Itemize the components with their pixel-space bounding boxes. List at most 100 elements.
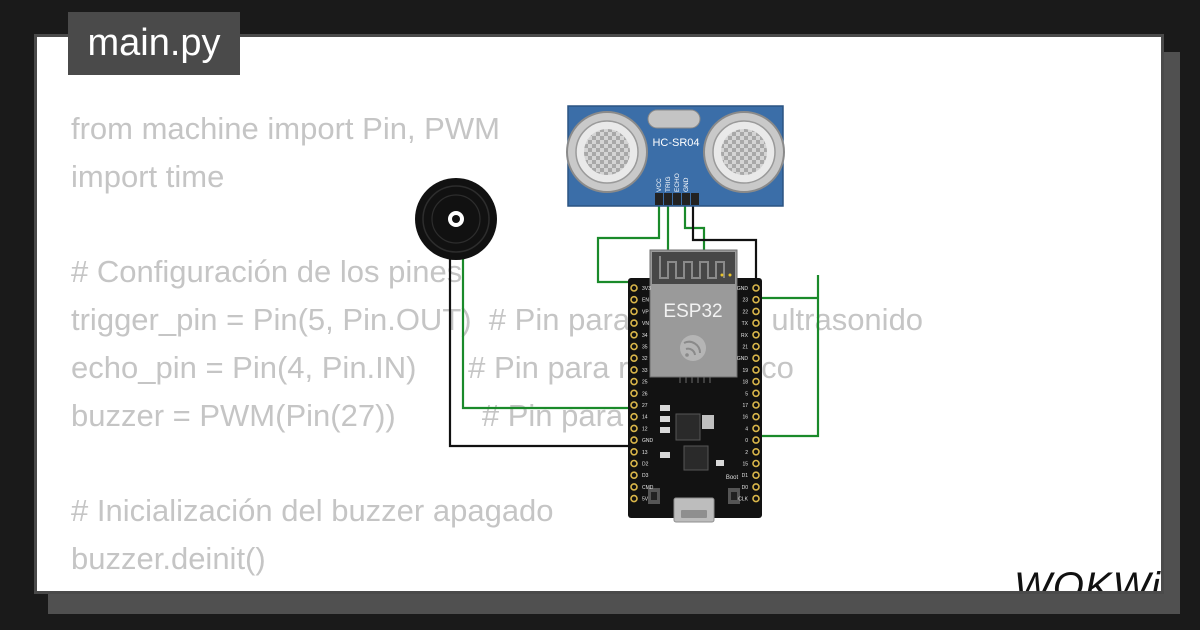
esp32-board[interactable]: ESP32 xyxy=(628,249,762,523)
header-pin-label: CMD xyxy=(642,485,654,491)
header-pin[interactable] xyxy=(752,366,760,374)
sensor-model-label: HC-SR04 xyxy=(652,137,699,149)
espressif-logo-icon xyxy=(680,335,706,361)
header-pin[interactable] xyxy=(630,424,638,433)
wire-gnd xyxy=(691,203,758,287)
header-pin[interactable] xyxy=(752,330,760,339)
wokwi-logo: WOKWi xyxy=(1014,565,1161,594)
header-pin[interactable] xyxy=(630,354,638,363)
header-pin[interactable] xyxy=(752,389,760,398)
header-pin-label: 19 xyxy=(742,368,748,374)
code-line: # Inicialización del buzzer apagado xyxy=(71,493,554,529)
header-pin-label: VP xyxy=(642,309,649,315)
header-pin[interactable] xyxy=(630,412,638,421)
header-pin-label: TX xyxy=(742,321,749,327)
sensor-header-pins[interactable] xyxy=(655,193,699,205)
header-pin[interactable] xyxy=(630,494,638,503)
header-pin-label: D0 xyxy=(742,485,749,491)
header-pin[interactable] xyxy=(630,389,638,398)
circuit-diagram[interactable]: HC-SR04 VCC TRIG ECHO GND xyxy=(34,34,1164,594)
header-pin-label: 21 xyxy=(742,345,748,351)
header-pin[interactable] xyxy=(752,342,760,351)
header-pin-label: 14 xyxy=(642,415,648,421)
en-button[interactable] xyxy=(648,488,660,504)
header-pin-label: 5V xyxy=(642,497,649,503)
header-pin[interactable] xyxy=(630,436,638,444)
header-pin[interactable] xyxy=(752,471,760,480)
header-pin[interactable] xyxy=(752,447,760,456)
wire-vcc xyxy=(596,203,661,284)
header-pin[interactable] xyxy=(630,377,638,386)
piezo-buzzer-icon[interactable] xyxy=(415,178,497,260)
header-pin-label: 3V3 xyxy=(642,286,651,292)
header-pin[interactable] xyxy=(630,366,638,374)
pin-label-vcc: VCC xyxy=(656,178,663,192)
header-pin[interactable] xyxy=(752,494,760,503)
header-pin-label: 25 xyxy=(642,380,648,386)
header-pin[interactable] xyxy=(630,342,638,351)
header-pin-label: 16 xyxy=(742,415,748,421)
header-pin[interactable] xyxy=(752,354,760,363)
header-pin-label: 17 xyxy=(742,403,748,409)
header-pin-label: 22 xyxy=(742,309,748,315)
hc-sr04-sensor[interactable]: HC-SR04 VCC TRIG ECHO GND xyxy=(566,105,785,207)
code-line: from machine import Pin, PWM xyxy=(71,111,500,146)
project-preview-card: from machine import Pin, PWM import time… xyxy=(34,34,1164,594)
wire-buzzer-signal-green xyxy=(461,258,633,410)
sensor-pin-labels: VCC TRIG ECHO GND xyxy=(656,173,690,192)
header-pin[interactable] xyxy=(630,330,638,339)
header-pin[interactable] xyxy=(752,319,760,327)
wokwi-logo-text: WOKWi xyxy=(1014,565,1161,594)
header-pin[interactable] xyxy=(752,436,760,444)
pin-label-trig: TRIG xyxy=(665,176,672,192)
pin-label-echo: ECHO xyxy=(674,173,681,192)
header-pin-label: 27 xyxy=(642,403,648,409)
board-label: ESP32 xyxy=(663,301,722,322)
header-pin[interactable] xyxy=(630,307,638,316)
header-pin-label: 18 xyxy=(742,380,748,386)
header-pin[interactable] xyxy=(752,295,760,304)
boot-label: Boot xyxy=(726,475,739,481)
header-pin-label: 4 xyxy=(745,426,748,432)
header-pin-label: GND xyxy=(737,356,749,362)
header-pin-label: GND xyxy=(642,438,654,444)
header-pin-label: 15 xyxy=(742,462,748,468)
header-pin-label: D3 xyxy=(642,473,649,479)
header-pin[interactable] xyxy=(630,459,638,468)
header-pin-label: 5 xyxy=(745,391,748,397)
header-pin-label: 33 xyxy=(642,368,648,374)
pin-label-gnd: GND xyxy=(683,177,690,192)
header-pin-label: VN xyxy=(642,321,649,327)
header-pin[interactable] xyxy=(752,412,760,421)
header-pin[interactable] xyxy=(752,284,760,292)
code-line: # Configuración de los pines xyxy=(71,254,463,290)
header-pin-label: GND xyxy=(737,286,749,292)
file-tab-main-py[interactable]: main.py xyxy=(68,12,240,75)
header-pin[interactable] xyxy=(752,483,760,491)
boot-button[interactable] xyxy=(728,488,740,504)
header-pin[interactable] xyxy=(752,401,760,409)
header-pin-label: 32 xyxy=(642,356,648,362)
header-pin[interactable] xyxy=(752,424,760,433)
header-pin[interactable] xyxy=(630,319,638,327)
header-pin[interactable] xyxy=(630,401,638,409)
header-pin-label: 26 xyxy=(642,391,648,397)
header-pin[interactable] xyxy=(630,284,638,292)
header-pin[interactable] xyxy=(630,295,638,304)
header-pin-label: 12 xyxy=(642,426,648,432)
header-pin[interactable] xyxy=(752,459,760,468)
header-pin-label: 2 xyxy=(745,450,748,456)
header-pin-label: 13 xyxy=(642,450,648,456)
header-pin[interactable] xyxy=(630,471,638,480)
header-pin-label: EN xyxy=(642,298,649,304)
header-pin-label: CLK xyxy=(738,497,748,503)
header-pin[interactable] xyxy=(752,307,760,316)
header-pin[interactable] xyxy=(630,483,638,491)
header-pin-label: 0 xyxy=(745,438,748,444)
header-pin[interactable] xyxy=(752,377,760,386)
header-pin[interactable] xyxy=(630,447,638,456)
left-pin-header[interactable]: 3V3ENVPVN343532332526271412GND13D2D3CMD5… xyxy=(630,284,654,503)
code-line: import time xyxy=(71,158,225,194)
header-pin-label: 35 xyxy=(642,345,648,351)
